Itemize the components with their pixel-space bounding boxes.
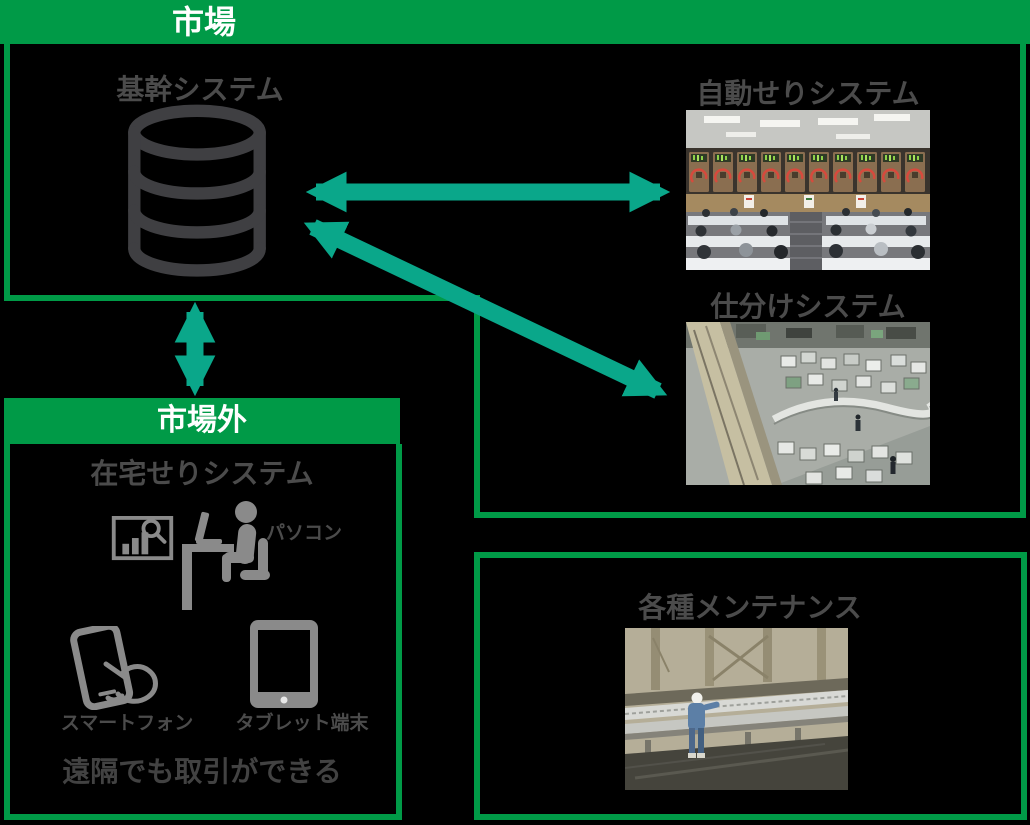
offmarket-border-bottom	[4, 814, 402, 820]
market-border-notch	[474, 295, 480, 518]
offmarket-border-left	[4, 444, 10, 820]
market-header-bar: 市場	[0, 0, 1030, 44]
market-border-bottom-left	[4, 295, 480, 301]
tablet-label: タブレット端末	[235, 713, 369, 734]
maintenance-photo	[625, 628, 848, 790]
market-border-left	[4, 44, 10, 295]
smartphone-label: スマートフォン	[60, 713, 194, 734]
core-system-label: 基幹システム	[116, 74, 284, 105]
sorting-system-label: 仕分けシステム	[710, 291, 906, 322]
database-icon	[121, 104, 273, 281]
tablet-icon	[248, 618, 320, 710]
home-auction-label: 在宅せりシステム	[90, 458, 314, 489]
person-at-desk-icon	[180, 500, 280, 612]
maintenance-title: 各種メンテナンス	[638, 592, 862, 623]
maintenance-box	[474, 552, 1027, 820]
offmarket-border-right	[396, 444, 402, 820]
auction-photo	[686, 110, 930, 270]
sorting-photo	[686, 322, 930, 485]
remote-trading-note: 遠隔でも取引ができる	[62, 756, 342, 787]
offmarket-header-bar: 市場外	[4, 398, 400, 444]
smartphone-tap-icon	[64, 626, 168, 710]
arrow-core-sorting	[303, 219, 668, 399]
auction-system-label: 自動せりシステム	[696, 78, 920, 109]
market-border-right	[1020, 44, 1026, 518]
market-border-bottom-right	[474, 512, 1026, 518]
pc-label: パソコン	[266, 523, 343, 544]
chart-monitor-icon	[111, 516, 174, 562]
